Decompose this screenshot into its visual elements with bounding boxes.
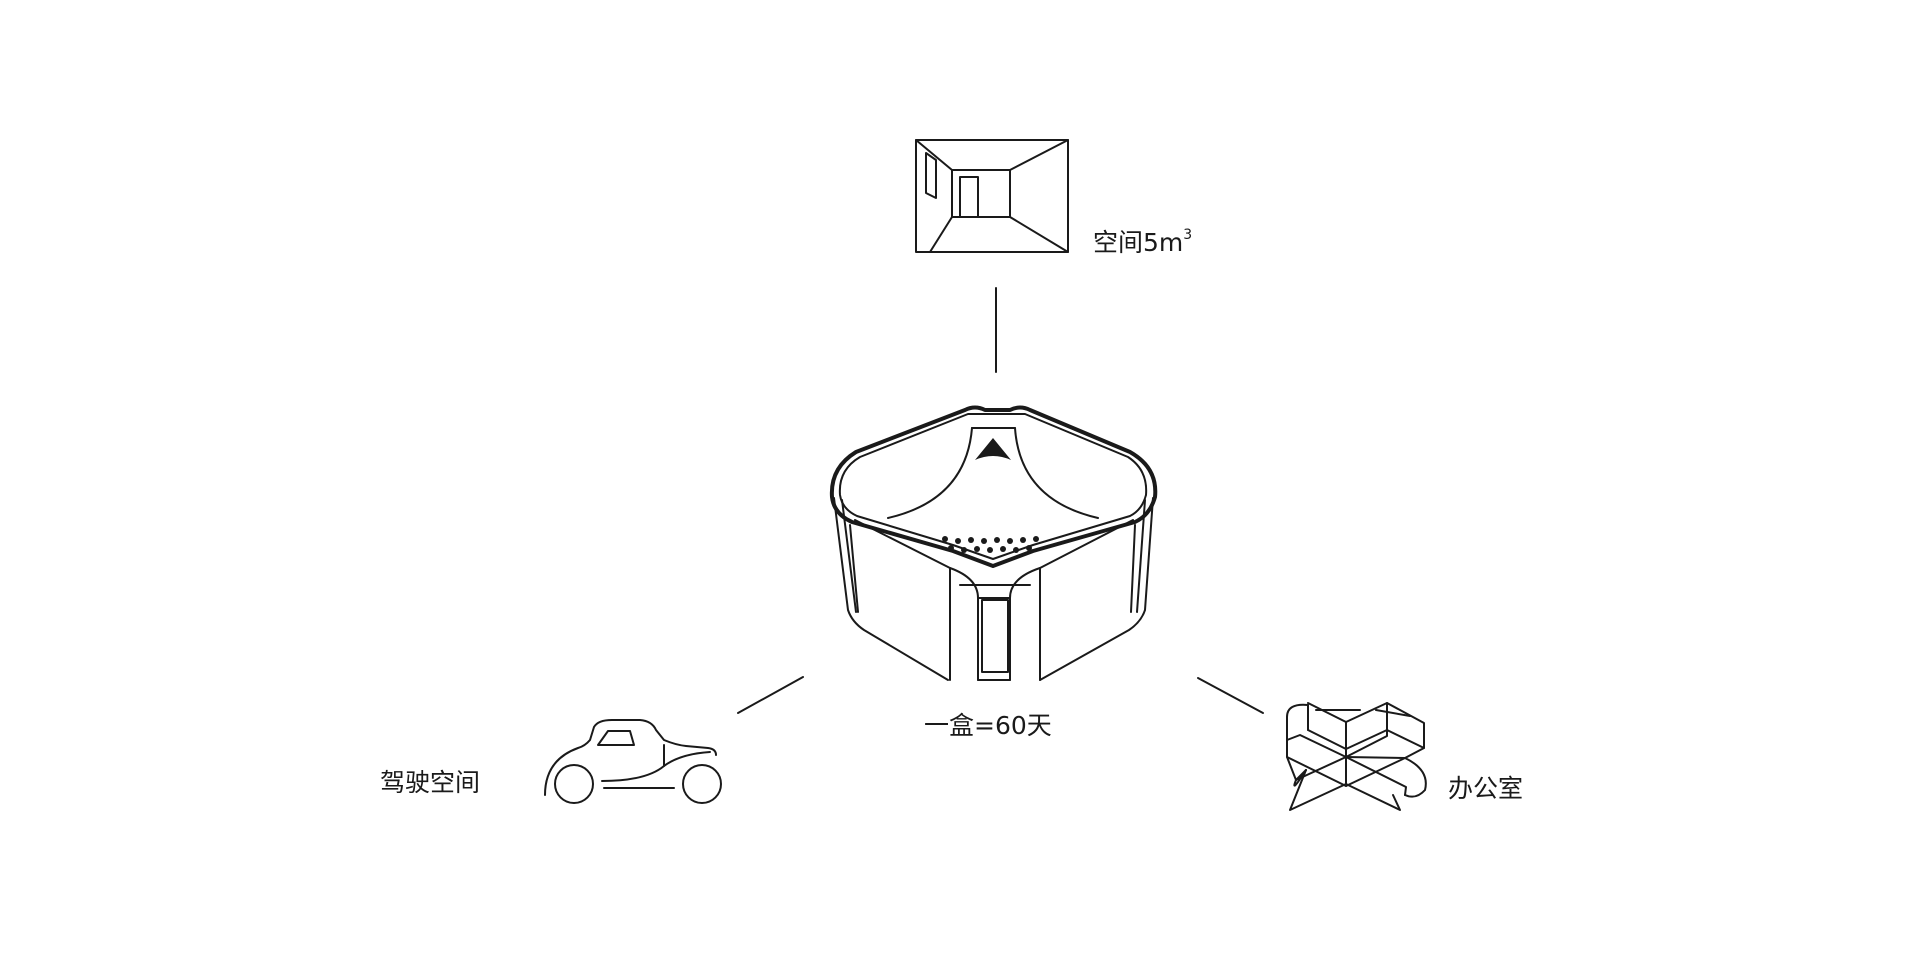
connector-right bbox=[1197, 677, 1264, 714]
office-cubicle-icon bbox=[1286, 702, 1427, 811]
car-icon bbox=[544, 719, 722, 804]
room-volume-label: 空间5m3 bbox=[1093, 227, 1193, 257]
product-duration-label: 一盒=60天 bbox=[924, 711, 1052, 740]
car-space-label: 驾驶空间 bbox=[380, 768, 481, 797]
office-label: 办公室 bbox=[1448, 774, 1524, 803]
product-box-icon bbox=[829, 405, 1158, 681]
vent-dots bbox=[942, 536, 1039, 553]
connector-left bbox=[737, 676, 804, 714]
room-interior-icon bbox=[915, 139, 1069, 253]
